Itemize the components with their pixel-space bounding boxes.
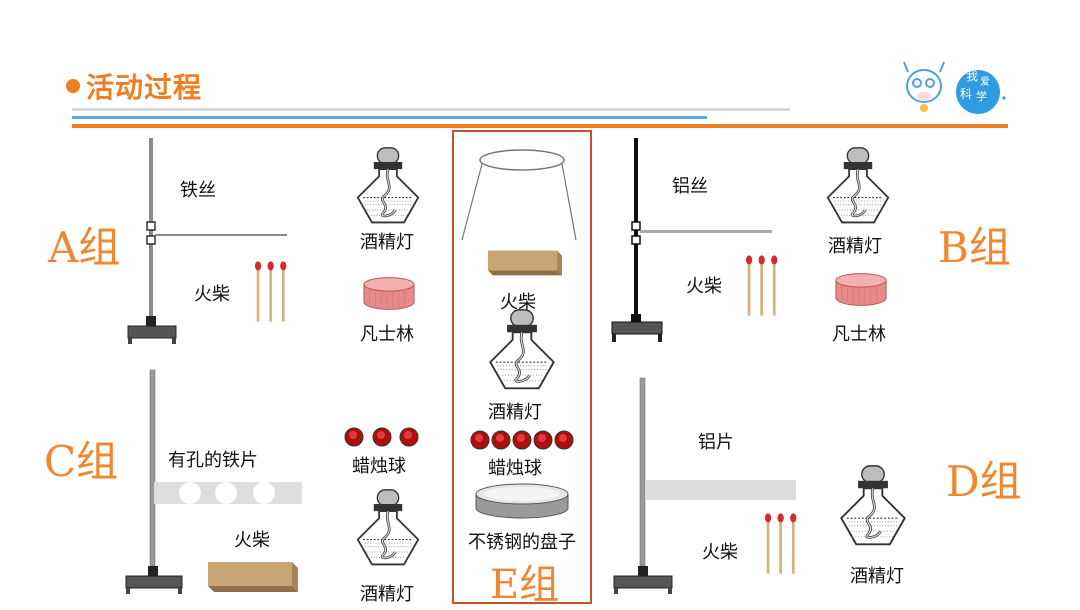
- group-a-vaseline-icon: [363, 277, 415, 310]
- header-divider-gray: [72, 108, 790, 111]
- group-b-label: B组: [938, 223, 1011, 272]
- group-a-iron-stand: [127, 138, 287, 344]
- group-d-label: D组: [946, 457, 1022, 506]
- group-a-matches-icon: [254, 261, 287, 322]
- group-e-alcohol-lamp-icon: [488, 308, 556, 390]
- group-d-aluminum-sheet-icon: [646, 480, 796, 500]
- group-d-matches-label: 火柴: [702, 542, 738, 563]
- group-d-lamp-label: 酒精灯: [850, 566, 904, 587]
- group-d-iron-stand: [613, 377, 673, 594]
- mascot-logo-icon: [903, 61, 1006, 114]
- group-c-lamp-label: 酒精灯: [360, 584, 414, 605]
- group-a-alcohol-lamp-icon: [356, 146, 420, 224]
- group-a-wire-label: 铁丝: [180, 180, 216, 201]
- header-divider-blue: [72, 116, 707, 119]
- group-b-matches-label: 火柴: [686, 276, 722, 297]
- group-b-vaseline-label: 凡士林: [832, 324, 886, 345]
- group-b-vaseline-icon: [835, 273, 887, 306]
- group-e-wax-balls-icon: [470, 430, 574, 450]
- group-a-lamp-label: 酒精灯: [360, 232, 414, 253]
- group-e-lamp-label: 酒精灯: [488, 402, 542, 423]
- group-e-tripod-ring-icon: [461, 149, 577, 241]
- group-e-label: E组: [490, 562, 560, 608]
- group-c-wax-label: 蜡烛球: [352, 456, 406, 477]
- group-a-matches-label: 火柴: [194, 284, 230, 305]
- group-a-vaseline-label: 凡士林: [360, 324, 414, 345]
- group-d-matches-icon: [764, 513, 797, 574]
- group-c-wax-balls-icon: [344, 427, 419, 447]
- group-c-matches-label: 火柴: [234, 530, 270, 551]
- group-e-box: [452, 130, 592, 604]
- group-c-wood-block-icon: [208, 562, 298, 592]
- group-e-plate-label: 不锈钢的盘子: [468, 532, 576, 553]
- group-c-iron-stand: [125, 369, 183, 594]
- group-b-alcohol-lamp-icon: [826, 146, 890, 224]
- header-divider-orange: [72, 124, 1008, 128]
- group-c-iron-sheet-with-holes-icon: [154, 482, 302, 504]
- group-e-wax-label: 蜡烛球: [488, 458, 542, 479]
- page-title: 活动过程: [66, 66, 202, 106]
- group-e-matches-label: 火柴: [500, 292, 536, 313]
- group-b-matches-icon: [745, 255, 778, 316]
- group-c-alcohol-lamp-icon: [356, 488, 420, 566]
- group-c-label: C组: [44, 437, 119, 486]
- group-b-lamp-label: 酒精灯: [828, 236, 882, 257]
- group-e-steel-plate-icon: [475, 483, 569, 519]
- group-b-iron-stand: [611, 138, 772, 342]
- group-d-alcohol-lamp-icon: [839, 464, 907, 546]
- bullet-icon: [66, 79, 80, 93]
- group-d-sheet-label: 铝片: [698, 432, 734, 453]
- group-c-sheet-label: 有孔的铁片: [168, 450, 258, 471]
- group-a-label: A组: [48, 223, 121, 272]
- group-e-wood-block-icon: [488, 250, 562, 276]
- group-b-wire-label: 铝丝: [672, 176, 708, 197]
